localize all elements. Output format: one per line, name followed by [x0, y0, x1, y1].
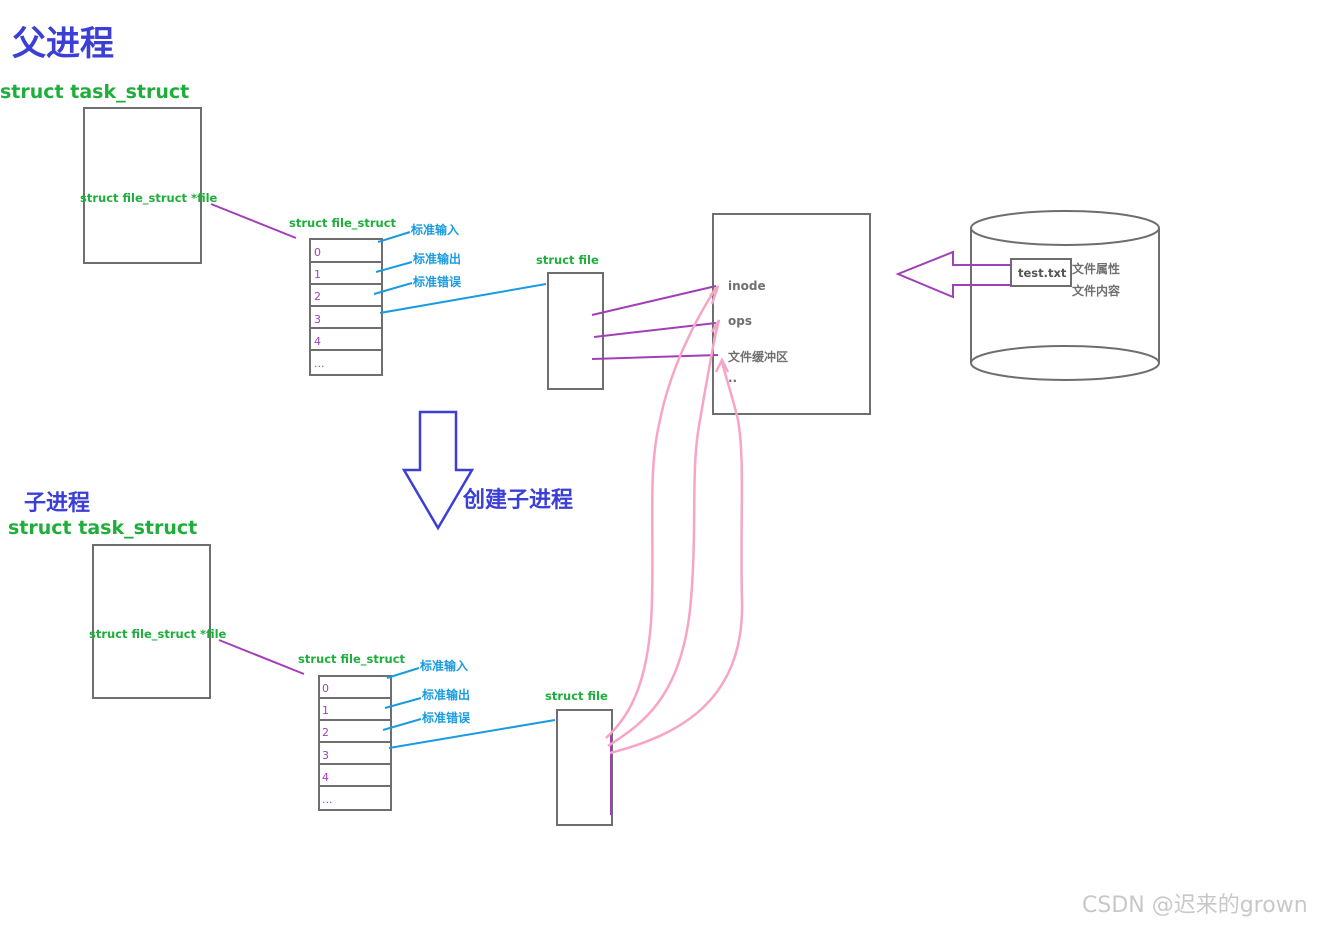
- create-child-label: 创建子进程: [462, 488, 573, 513]
- disk-bottom-front: [970, 362, 1160, 381]
- file-attr-label: 文件属性: [1072, 261, 1120, 276]
- parent-fd-index: 1: [314, 268, 321, 281]
- child-task-struct-box: [92, 544, 211, 699]
- child-files-ptr-label: struct file_struct *file: [89, 627, 227, 642]
- child-task-struct-label: struct task_struct: [8, 517, 197, 539]
- parent-file-struct-label: struct file_struct: [289, 216, 397, 231]
- child-file-to-buffer: [609, 361, 744, 755]
- parent-task-struct-box: [83, 107, 202, 264]
- child-fd-table: 0 1 2 3 4 ...: [318, 675, 392, 811]
- load-arrow: [895, 250, 1012, 299]
- parent-file-to-ops: [593, 322, 717, 338]
- child-files-ptr-link: [218, 639, 305, 675]
- inode-arrowhead: [709, 285, 720, 305]
- test-txt-box: [1010, 258, 1072, 287]
- parent-fd-index: 4: [314, 335, 321, 348]
- file-content-label: 文件内容: [1072, 283, 1120, 298]
- ops-arrowhead: [710, 319, 721, 341]
- child-to-inode-links: [605, 285, 744, 755]
- child-stderr-label: 标准错误: [421, 710, 471, 725]
- child-fd-index: 3: [322, 749, 329, 762]
- child-fd-index: ...: [322, 793, 333, 806]
- child-stderr-pointer: [382, 718, 422, 731]
- buffer-arrowhead: [714, 357, 730, 373]
- buffer-field: 文件缓冲区: [728, 349, 788, 364]
- parent-title: 父进程: [12, 24, 114, 64]
- child-file-struct-label: struct file_struct: [298, 652, 406, 667]
- parent-stdin-label: 标准输入: [410, 222, 459, 237]
- child-file-to-ops: [607, 321, 720, 748]
- child-struct-file-box: [556, 709, 613, 826]
- parent-stdin-pointer: [377, 231, 411, 243]
- child-file-to-inode: [605, 287, 718, 739]
- parent-task-struct-label: struct task_struct: [0, 81, 189, 103]
- child-stdout-pointer: [384, 697, 422, 709]
- child-stdin-label: 标准输入: [419, 658, 468, 673]
- parent-file-to-inode: [591, 285, 717, 316]
- child-stdin-pointer: [386, 667, 420, 679]
- parent-struct-file-label: struct file: [536, 253, 599, 267]
- parent-stdout-label: 标准输出: [412, 251, 461, 266]
- parent-struct-file-box: [547, 272, 604, 390]
- child-title: 子进程: [24, 491, 90, 516]
- child-fd-index: 2: [322, 726, 329, 739]
- inode-field: inode: [728, 279, 766, 293]
- parent-fd-index: 0: [314, 246, 321, 259]
- ops-field: ops: [728, 314, 752, 328]
- child-fd-index: 4: [322, 771, 329, 784]
- inode-box: [712, 213, 871, 415]
- parent-fd-index: ...: [314, 357, 325, 370]
- disk-cylinder: [970, 210, 1160, 381]
- disk-bottom-back: [970, 345, 1160, 364]
- parent-stdout-pointer: [375, 261, 413, 273]
- parent-stderr-label: 标准错误: [412, 274, 462, 289]
- parent-fd-index: 3: [314, 313, 321, 326]
- parent-fd3-to-struct-file: [379, 283, 547, 314]
- more-field: ..: [728, 371, 737, 385]
- child-struct-file-label: struct file: [545, 689, 608, 703]
- parent-fd-index: 2: [314, 290, 321, 303]
- child-fd3-to-struct-file: [388, 719, 556, 749]
- child-stdout-label: 标准输出: [421, 687, 470, 702]
- parent-stderr-pointer: [373, 282, 413, 295]
- parent-files-ptr-label: struct file_struct *file: [80, 191, 218, 206]
- parent-file-to-buffer: [591, 354, 719, 360]
- child-fd-index: 1: [322, 704, 329, 717]
- parent-files-ptr-link: [210, 203, 297, 239]
- disk-top: [970, 210, 1160, 246]
- child-fd-index: 0: [322, 682, 329, 695]
- test-txt-label: test.txt: [1018, 266, 1067, 280]
- csdn-watermark: CSDN @迟来的grown: [1082, 893, 1308, 918]
- parent-fd-table: 0 1 2 3 4 ...: [309, 238, 383, 376]
- create-child-arrow: [401, 410, 475, 531]
